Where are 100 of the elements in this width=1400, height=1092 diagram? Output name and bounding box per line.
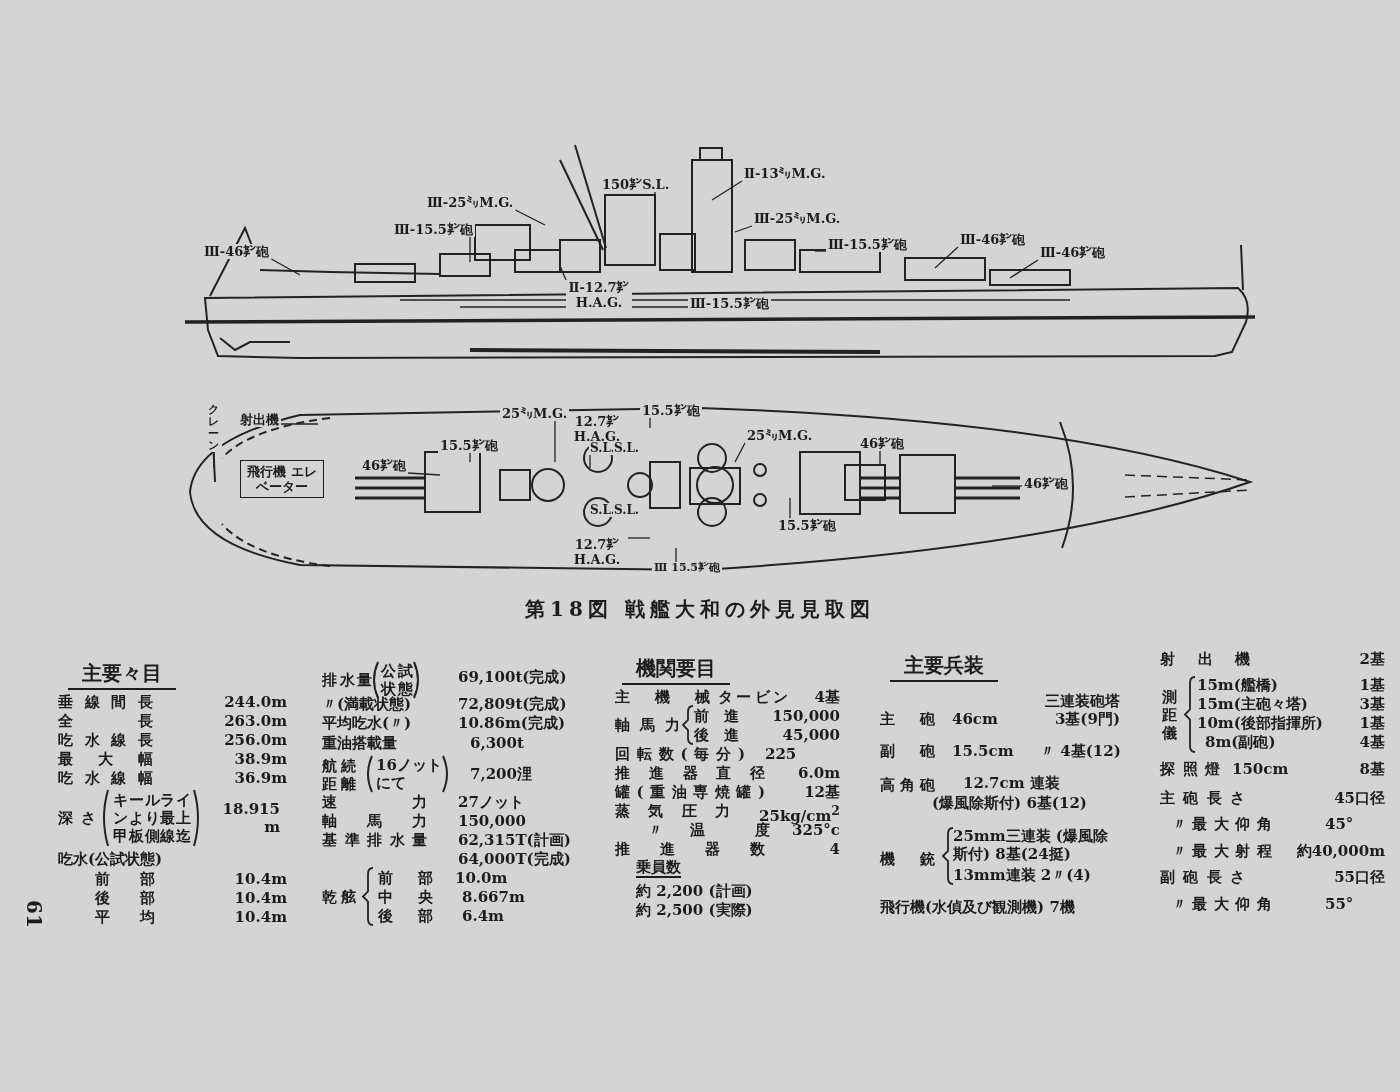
spec-text: 6.4m <box>462 907 504 925</box>
spec-text: 中央 <box>378 888 433 906</box>
leader-line <box>469 452 471 463</box>
spec-text: 256.0m <box>223 731 287 749</box>
spec-text: 三連装砲塔 3基(9門) <box>1044 692 1120 728</box>
callout-label: Ⅲ-25㍉M.G. <box>425 195 516 210</box>
spec-text: タービン <box>718 688 788 706</box>
spec-text: 10.4m <box>233 908 287 926</box>
spec-text: 7,200浬 <box>470 765 532 783</box>
spec-text: 12基 <box>803 783 840 801</box>
callout-label: Ⅲ-46㌢砲 <box>202 244 272 259</box>
spec-text: 3基 <box>1358 695 1385 713</box>
spec-text: 後部 <box>95 889 155 907</box>
spec-text: 4基 <box>1358 733 1385 751</box>
callout-label: Ⅲ 15.5㌢砲 <box>652 562 723 574</box>
leader-line <box>213 451 215 469</box>
callout-label: 25㍉M.G. <box>745 428 815 443</box>
spec-text: キールラインより最上甲板側線迄 <box>113 791 191 845</box>
spec-text: 乾舷 <box>322 888 356 906</box>
figure-caption: 第18図 戦艦大和の外見見取図 <box>524 600 876 618</box>
spec-text: 最大射程 <box>1192 842 1272 860</box>
leader-line <box>270 258 301 276</box>
spec-text: 主砲長さ <box>1160 789 1245 807</box>
spec-text: 主機械 <box>615 688 710 706</box>
spec-text: 10m(後部指揮所) <box>1197 714 1323 732</box>
leader-line <box>734 225 753 233</box>
callout-label: S.L. <box>613 441 641 455</box>
spec-text: 244.0m <box>223 693 287 711</box>
leader-line <box>991 485 1023 487</box>
spec-text: 高角砲 <box>880 776 935 794</box>
spec-text: 吃水線幅 <box>58 769 153 787</box>
spec-text: 航続距離 <box>322 757 356 793</box>
spec-text: 4基 <box>813 688 840 706</box>
spec-text: 45,000 <box>781 726 840 744</box>
spec-text: 18.915 m <box>222 800 280 836</box>
spec-text: 推進器直径 <box>615 764 765 782</box>
spec-text: 1基 <box>1358 676 1385 694</box>
subsection-heading: 乗員数 <box>636 858 681 878</box>
spec-text: 13mm連装 2〃(4) <box>953 866 1091 884</box>
spec-text: 後進 <box>694 726 739 744</box>
spec-text: 最大仰角 <box>1192 815 1272 833</box>
spec-text: 吃水(公試状態) <box>58 850 163 868</box>
spec-text: 軸馬力 <box>322 812 427 830</box>
spec-text: 平均 <box>95 908 155 926</box>
spec-text: 測距儀 <box>1162 688 1178 742</box>
spec-text: 探照燈 <box>1160 760 1220 778</box>
leader-line <box>1009 259 1039 279</box>
callout-label: Ⅱ-13㍉M.G. <box>742 166 828 181</box>
spec-text: 排水量 <box>322 671 372 689</box>
leader-line <box>554 420 556 463</box>
spec-text: 前部 <box>378 869 433 887</box>
section-heading: 機関要目 <box>622 655 730 685</box>
spec-text: 回転数(毎分) <box>615 745 745 763</box>
callout-label: 15.5㌢砲 <box>438 438 500 453</box>
spec-text: 45口径 <box>1333 789 1385 807</box>
spec-text: 基準排水量 <box>322 831 427 849</box>
callout-label: 15.5㌢砲 <box>640 403 702 418</box>
spec-text: 約 2,500 (実際) <box>636 901 753 919</box>
leader-line <box>934 246 959 269</box>
callout-label: S.L. <box>613 503 641 517</box>
spec-text: 69,100t(完成) <box>458 668 567 686</box>
spec-text: 蒸気圧力 <box>615 802 730 820</box>
spec-text: 罐(重油専焼罐) <box>615 783 765 801</box>
leader-line <box>789 497 791 519</box>
spec-text: 15.5cm <box>952 742 1014 760</box>
spec-text: 〃 <box>1172 815 1187 833</box>
callout-label: Ⅱ-12.7㌢ H.A.G. <box>566 280 632 310</box>
spec-text: 約40,000m <box>1295 842 1385 860</box>
section-heading: 主要兵装 <box>890 652 998 682</box>
spec-text: 前進 <box>694 707 739 725</box>
spec-text: 8.667m <box>462 888 525 906</box>
spec-text: 64,000T(完成) <box>458 850 571 868</box>
spec-text: 〃 <box>1172 842 1187 860</box>
spec-text: 前部 <box>95 870 155 888</box>
spec-text: 46cm <box>952 710 998 728</box>
callout-label: 15.5㌢砲 <box>776 518 838 533</box>
leader-line <box>407 472 441 476</box>
leader-line <box>734 442 746 463</box>
spec-text: 最大仰角 <box>1192 895 1272 913</box>
spec-text: 機銃 <box>880 850 935 868</box>
leader-line <box>814 250 827 252</box>
spec-text: 72,809t(完成) <box>458 695 567 713</box>
callout-label: 射出機 <box>238 412 281 427</box>
spec-text: 38.9m <box>233 750 287 768</box>
spec-text: 約 2,200 (計画) <box>636 882 753 900</box>
spec-text: 225 <box>765 745 797 763</box>
spec-text: 〃(満載状態) <box>322 695 412 713</box>
spec-text: 主砲 <box>880 710 935 728</box>
spec-text: 深さ <box>58 809 96 827</box>
spec-text: 45° <box>1325 815 1354 833</box>
spec-text: 〃 <box>648 821 663 839</box>
leader-line <box>559 265 567 281</box>
spec-text: 55° <box>1325 895 1354 913</box>
spec-text: 10.4m <box>233 889 287 907</box>
page-number: 61 <box>24 900 43 928</box>
spec-text: 6.0m <box>797 764 840 782</box>
spec-text: 15m(艦橋) <box>1197 676 1278 694</box>
section-heading: 主要々目 <box>68 660 176 690</box>
callout-label: Ⅲ-15.5㌢砲 <box>392 222 475 237</box>
spec-text: 〃 <box>1172 895 1187 913</box>
